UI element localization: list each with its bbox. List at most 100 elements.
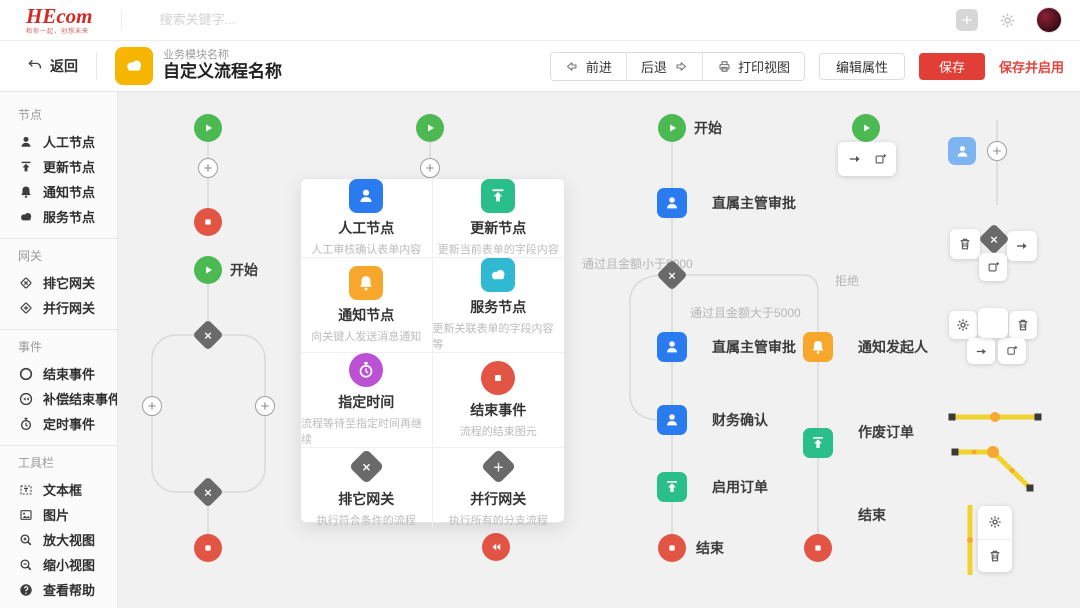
sidebar-item-exclusive-gateway[interactable]: 排它网关 <box>18 270 117 295</box>
edit-properties-button[interactable]: 编辑属性 <box>818 52 905 80</box>
manual-task-node[interactable] <box>657 405 687 435</box>
print-view-button[interactable]: 打印视图 <box>702 52 804 80</box>
sidebar-item-zoom-out[interactable]: 缩小视图 <box>18 552 117 577</box>
node-label: 结束 <box>858 507 886 523</box>
settings-button[interactable] <box>949 311 977 339</box>
link-context-panel <box>978 506 1012 572</box>
help-icon <box>18 582 34 598</box>
section-title-nodes: 节点 <box>18 108 43 122</box>
ring-icon <box>18 366 34 382</box>
start-event-node[interactable] <box>416 114 444 142</box>
stop-icon <box>481 361 516 395</box>
add-node-connector[interactable] <box>987 141 1007 161</box>
settings-button[interactable] <box>978 506 1012 540</box>
node-palette-panel: 人工节点 人工审核确认表单内容 更新节点 更新当前表单的字段内容 通知节点 向关… <box>300 178 565 528</box>
user-avatar[interactable] <box>1036 7 1062 33</box>
clock-icon <box>349 353 384 387</box>
settings-gear-icon[interactable] <box>996 9 1018 31</box>
add-button[interactable] <box>956 9 978 31</box>
add-node-connector[interactable] <box>255 396 275 416</box>
compensation-end-event-node[interactable] <box>482 533 510 561</box>
diamond-x-icon <box>348 448 384 485</box>
sidebar-divider <box>0 238 117 239</box>
sidebar-item-help[interactable]: 查看帮助 <box>18 577 117 602</box>
connect-arrow-button[interactable] <box>967 338 995 364</box>
manual-task-node[interactable] <box>657 332 687 362</box>
copy-button[interactable] <box>998 338 1026 364</box>
cloud-icon <box>481 258 516 292</box>
palette-item-timer[interactable]: 指定时间 流程等待至指定时间再继续 <box>301 353 433 448</box>
person-icon <box>18 134 34 150</box>
toolbar-actions: 前进 后退 打印视图 编辑属性 保存 保存并启用 <box>549 51 1064 81</box>
zoom-out-icon <box>18 557 34 573</box>
ring-rewind-icon <box>18 391 34 407</box>
end-event-node[interactable] <box>658 534 686 562</box>
search-input[interactable] <box>159 12 400 27</box>
sidebar-item-timer-event[interactable]: 定时事件 <box>18 411 117 436</box>
end-event-node[interactable] <box>804 534 832 562</box>
sidebar-divider <box>0 445 117 446</box>
start-event-node-selected[interactable] <box>852 114 880 142</box>
node-label: 财务确认 <box>712 412 768 428</box>
page-title: 自定义流程名称 <box>163 62 282 82</box>
zoom-in-icon <box>18 532 34 548</box>
toolbar-divider <box>96 53 97 79</box>
node-label: 启用订单 <box>712 479 768 495</box>
palette-item-update-node[interactable]: 更新节点 更新当前表单的字段内容 <box>432 179 564 258</box>
start-event-node[interactable] <box>194 256 222 284</box>
node-label: 开始 <box>694 120 722 136</box>
sidebar-item-update-node[interactable]: 更新节点 <box>18 154 117 179</box>
flow-canvas[interactable]: 开始 人工节点 人工审核确认表单内容 更新节点 更新当前表单的字 <box>118 92 1080 608</box>
add-node-connector[interactable] <box>420 158 440 178</box>
save-button[interactable]: 保存 <box>918 52 985 80</box>
add-node-connector[interactable] <box>198 158 218 178</box>
manual-task-node-ghost[interactable] <box>948 137 976 165</box>
section-title-tools: 工具栏 <box>18 456 55 470</box>
forward-button[interactable]: 前进 <box>550 52 627 80</box>
manual-task-node[interactable] <box>657 188 687 218</box>
palette-item-manual-node[interactable]: 人工节点 人工审核确认表单内容 <box>301 179 433 258</box>
sidebar-item-image[interactable]: 图片 <box>18 502 117 527</box>
sidebar-item-compensation-end-event[interactable]: 补偿结束事件 <box>18 386 117 411</box>
manual-task-node-selected[interactable] <box>978 308 1008 338</box>
sidebar-item-parallel-gateway[interactable]: 并行网关 <box>18 295 117 320</box>
node-label: 通知发起人 <box>858 339 928 355</box>
start-event-node[interactable] <box>194 114 222 142</box>
add-node-connector[interactable] <box>142 396 162 416</box>
sidebar-item-service-node[interactable]: 服务节点 <box>18 204 117 229</box>
sidebar-item-end-event[interactable]: 结束事件 <box>18 361 117 386</box>
copy-icon[interactable] <box>873 152 888 167</box>
palette-item-parallel-gateway[interactable]: 并行网关 执行所有的分支流程 <box>433 448 565 528</box>
flow-badge-icon <box>115 47 153 85</box>
copy-button[interactable] <box>979 253 1007 281</box>
node-label: 作废订单 <box>858 424 914 440</box>
section-title-gateways: 网关 <box>18 249 43 263</box>
end-event-node[interactable] <box>194 208 222 236</box>
sidebar-item-textbox[interactable]: 文本框 <box>18 477 117 502</box>
back-button[interactable]: 返回 <box>26 56 78 76</box>
sidebar-item-manual-node[interactable]: 人工节点 <box>18 129 117 154</box>
connect-arrow-button[interactable] <box>1007 231 1037 261</box>
notify-task-node[interactable] <box>803 332 833 362</box>
delete-button[interactable] <box>950 229 980 259</box>
image-icon <box>18 507 34 523</box>
logo[interactable]: HEcom 和你一起，创想未来 <box>26 5 93 35</box>
end-event-node[interactable] <box>194 534 222 562</box>
palette-item-exclusive-gateway[interactable]: 排它网关 执行符合条件的流程 <box>301 448 433 528</box>
hollow-arrow-left-icon <box>565 59 580 74</box>
backward-button[interactable]: 后退 <box>626 52 703 80</box>
sidebar-item-notify-node[interactable]: 通知节点 <box>18 179 117 204</box>
workspace: 节点 人工节点 更新节点 通知节点 服务节点 网关 排它网关 并行网关 事件 结… <box>0 92 1080 608</box>
update-task-node[interactable] <box>657 472 687 502</box>
connect-arrow-icon[interactable] <box>847 151 863 167</box>
delete-button[interactable] <box>1009 311 1037 339</box>
palette-item-end-event[interactable]: 结束事件 流程的结束图元 <box>432 353 564 448</box>
delete-button[interactable] <box>978 540 1012 573</box>
clock-icon <box>18 416 34 432</box>
start-event-node[interactable] <box>658 114 686 142</box>
save-and-enable-link[interactable]: 保存并启用 <box>998 59 1064 75</box>
update-task-node[interactable] <box>803 428 833 458</box>
sidebar-item-zoom-in[interactable]: 放大视图 <box>18 527 117 552</box>
palette-item-service-node[interactable]: 服务节点 更新关联表单的字段内容等 <box>432 258 564 353</box>
palette-item-notify-node[interactable]: 通知节点 向关键人发送消息通知 <box>301 258 433 353</box>
